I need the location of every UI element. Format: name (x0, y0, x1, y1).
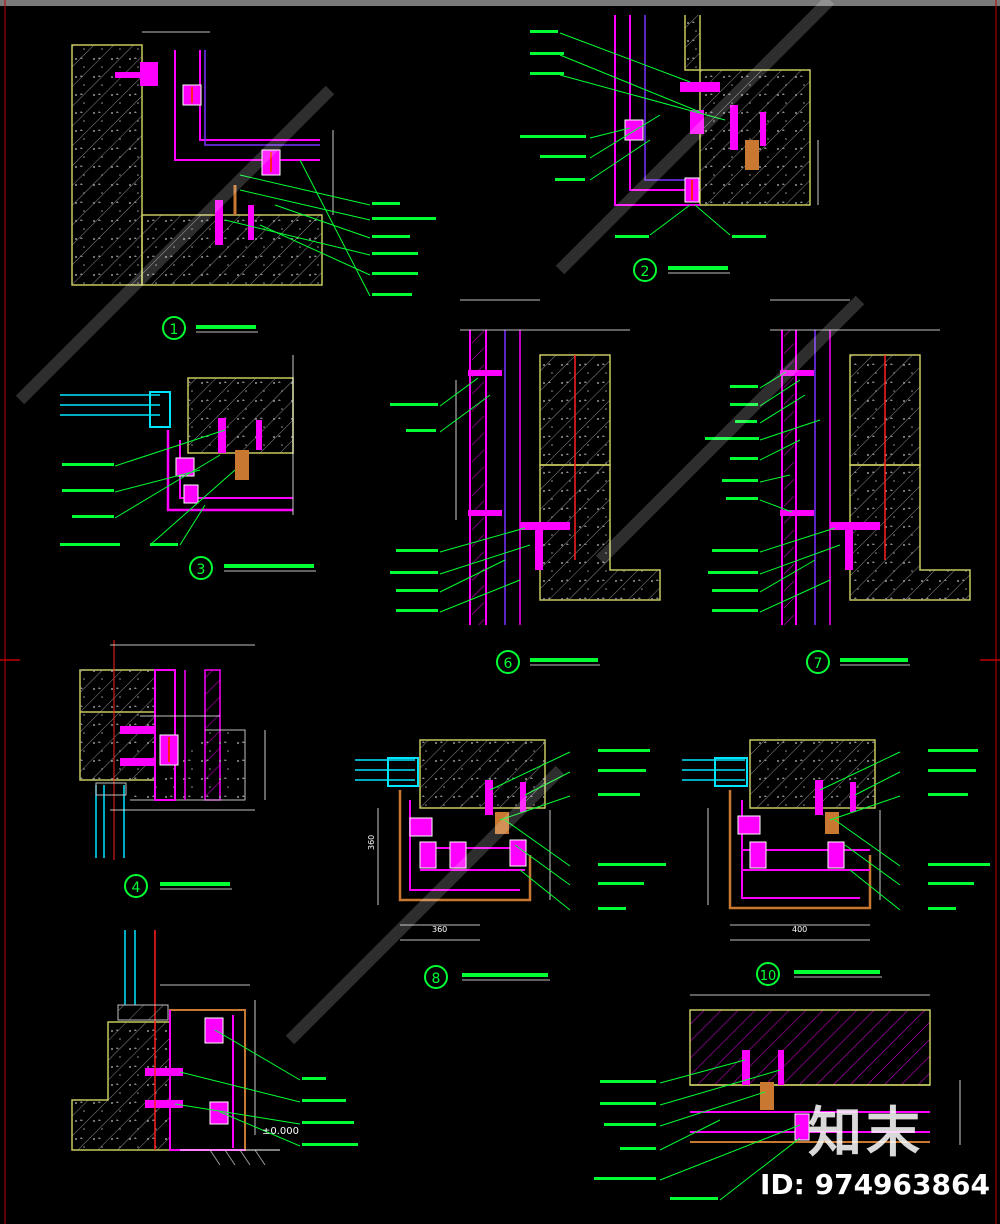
detail-3: 3 (60, 355, 316, 580)
detail-8-dim-total: 360 (432, 925, 447, 934)
detail-10: 10 400 (682, 739, 990, 986)
detail-8-dim-side: 360 (367, 835, 376, 850)
detail-8-number: 8 (432, 971, 441, 987)
detail-7: 7 (705, 299, 971, 674)
detail-2: 2 (520, 15, 819, 282)
detail-7-number: 7 (814, 656, 823, 672)
detail-8: 8 360 360 (355, 739, 666, 989)
watermark-logo: 知末 (808, 1101, 924, 1164)
detail-lower-right (594, 994, 961, 1201)
top-border (0, 0, 1000, 6)
detail-4-number: 4 (132, 880, 141, 896)
detail-3-number: 3 (197, 562, 206, 578)
detail-10-dim-total: 400 (792, 925, 807, 934)
detail-2-number: 2 (641, 264, 650, 280)
detail-10-number: 10 (760, 969, 777, 984)
detail-6-number: 6 (504, 656, 513, 672)
detail-1: 1 (71, 31, 436, 340)
detail-lower-left: ±0.000 (71, 930, 358, 1166)
watermark-id: ID: 974963864 (760, 1168, 990, 1201)
detail-6: 6 (390, 299, 661, 674)
elevation-label: ±0.000 (262, 1126, 299, 1137)
background-watermark (15, 0, 865, 1045)
detail-1-number: 1 (170, 322, 179, 338)
detail-4: 4 (79, 640, 266, 898)
